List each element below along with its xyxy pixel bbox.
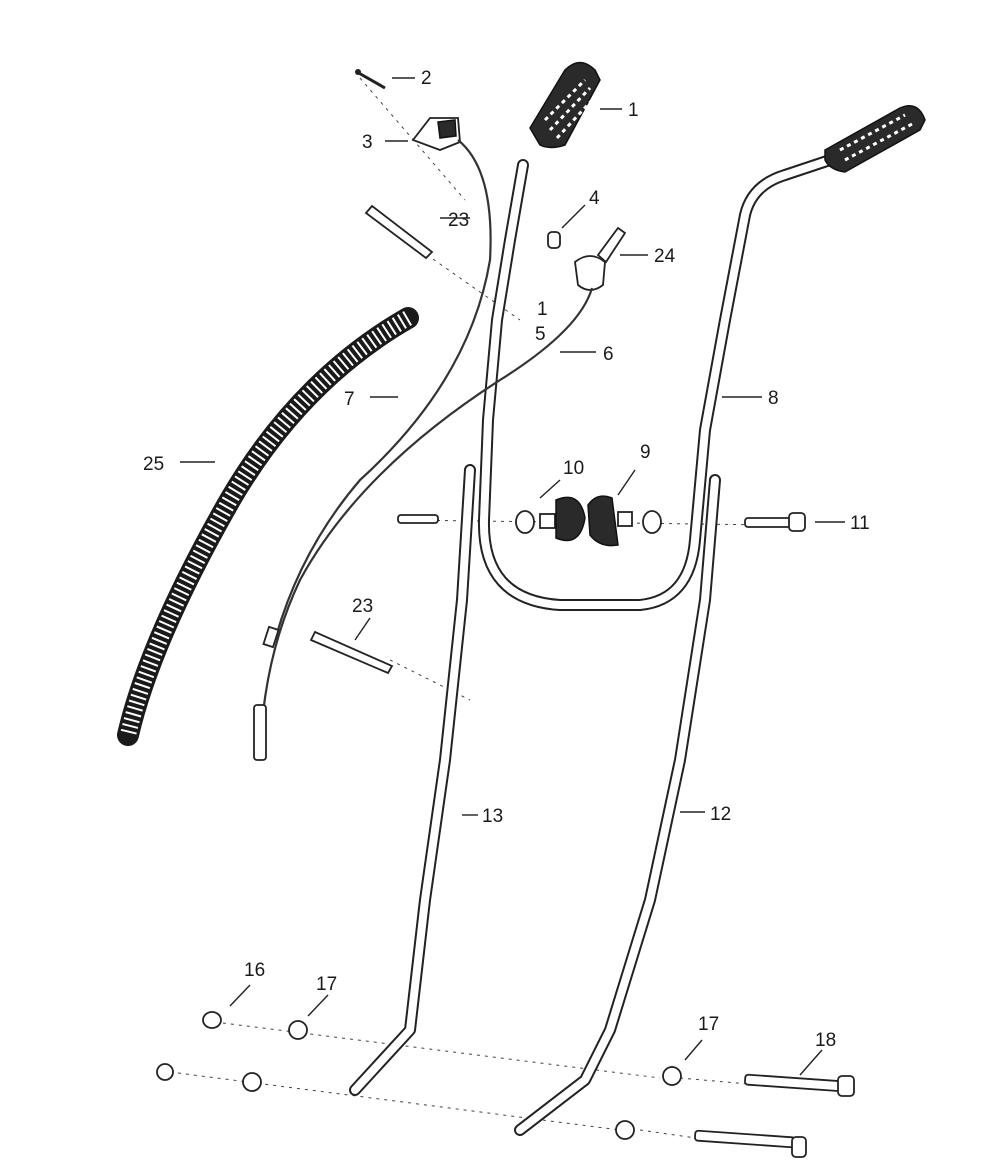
callout-leaders bbox=[180, 77, 845, 1076]
clutch-cable bbox=[253, 287, 594, 761]
lower-pin bbox=[309, 630, 394, 675]
callout-label: 9 bbox=[640, 442, 651, 463]
throttle-cable bbox=[262, 139, 492, 649]
callout-label: 5 bbox=[535, 324, 546, 345]
right-knob bbox=[587, 495, 633, 547]
callout-label: 25 bbox=[143, 454, 164, 475]
callout-label: 1 bbox=[628, 100, 639, 121]
control-lever bbox=[574, 226, 627, 291]
callout-label: 16 bbox=[244, 960, 265, 981]
callout-label: 17 bbox=[698, 1014, 719, 1035]
bottom-hardware bbox=[156, 1011, 855, 1158]
upper-pin bbox=[364, 204, 434, 260]
left-knob bbox=[539, 496, 586, 542]
callout-label: 1 bbox=[537, 299, 548, 320]
callout-label: 6 bbox=[603, 344, 614, 365]
callout-label: 3 bbox=[362, 132, 373, 153]
callout-label: 2 bbox=[421, 68, 432, 89]
right-bolt bbox=[744, 512, 806, 532]
lower-right-tube bbox=[514, 474, 721, 1136]
right-grip bbox=[824, 105, 926, 173]
upper-handle-tube bbox=[477, 154, 836, 611]
callout-label: 23 bbox=[352, 596, 373, 617]
cable-clip bbox=[547, 231, 561, 249]
left-grip bbox=[529, 61, 601, 149]
callout-label: 8 bbox=[768, 388, 779, 409]
left-bolt bbox=[397, 514, 439, 524]
callout-label: 17 bbox=[316, 974, 337, 995]
callout-label: 13 bbox=[482, 806, 503, 827]
callout-label: 12 bbox=[710, 804, 731, 825]
conduit-spring bbox=[117, 307, 419, 746]
callout-label: 7 bbox=[344, 389, 355, 410]
callout-label: 10 bbox=[563, 458, 584, 479]
left-washer bbox=[515, 510, 535, 534]
lower-left-tube bbox=[349, 464, 476, 1096]
callout-labels: 1 2 3 4 1 5 6 7 8 9 10 11 12 13 16 17 17… bbox=[143, 68, 870, 1051]
callout-label: 24 bbox=[654, 246, 676, 267]
callout-label: 11 bbox=[850, 513, 870, 534]
callout-label: 4 bbox=[589, 188, 600, 209]
screw bbox=[355, 69, 386, 90]
right-washer bbox=[642, 510, 662, 534]
callout-label: 23 bbox=[448, 210, 469, 231]
cable-bracket bbox=[411, 117, 461, 151]
callout-label: 18 bbox=[815, 1030, 836, 1051]
